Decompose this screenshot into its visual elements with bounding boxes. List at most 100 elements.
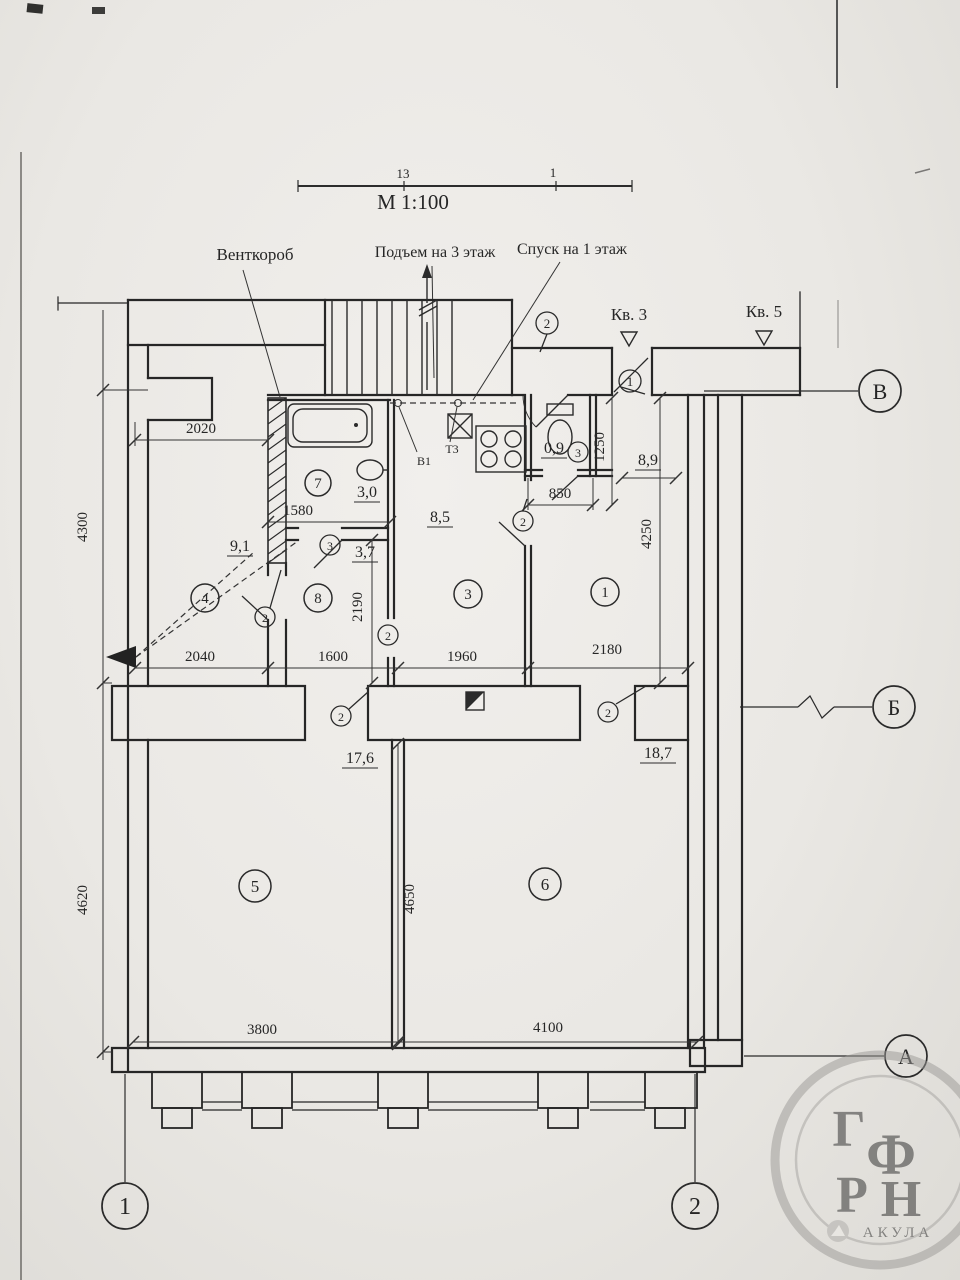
- bathroom-door: [313, 539, 343, 569]
- svg-text:4: 4: [201, 591, 209, 607]
- dim-seg3: 1960: [447, 649, 477, 665]
- axis-row-b: Б: [872, 685, 916, 729]
- section-markers: 2 1 3 3 2 2 2 2 2: [254, 311, 647, 727]
- scan-artifacts: [20, 0, 931, 1280]
- stove-icon: [475, 425, 527, 473]
- svg-text:6: 6: [541, 875, 550, 894]
- room-marker-6: 6: [528, 867, 562, 901]
- watermark-letter-4: Н: [881, 1171, 921, 1228]
- fixtures: [287, 403, 574, 711]
- room-markers: 7 4 8 3 1 5 6: [190, 469, 620, 903]
- room-marker-1: 1: [590, 577, 620, 607]
- dimensions: [96, 310, 704, 1060]
- area-wc: 0,9: [544, 440, 564, 457]
- axis-lines: [124, 390, 884, 1182]
- svg-text:1: 1: [601, 585, 609, 601]
- svg-text:В: В: [873, 379, 888, 404]
- room-marker-7: 7: [304, 469, 332, 497]
- vent-duct-label: Венткороб: [217, 245, 294, 264]
- vestibule-door: [535, 394, 569, 428]
- svg-text:8: 8: [314, 591, 322, 607]
- svg-text:7: 7: [314, 476, 322, 492]
- callout-leaders: [242, 261, 561, 401]
- svg-text:2: 2: [338, 710, 344, 724]
- watermark-brand: АКУЛА: [863, 1225, 933, 1241]
- axis-col-2: 2: [671, 1182, 719, 1230]
- apt3-entry-triangle-icon: [619, 331, 639, 348]
- dim-room5-width: 3800: [247, 1022, 277, 1038]
- stairs-up-label: Подъем на 3 этаж: [375, 244, 497, 261]
- vent-box-icon: [447, 413, 473, 439]
- stairs: [331, 264, 453, 395]
- dim-wc-depth: 1250: [592, 432, 608, 462]
- entry-triangles: [619, 330, 774, 348]
- watermark-ring-icon: [770, 1050, 960, 1270]
- section-marker-3-wc: 3: [567, 441, 589, 463]
- area-room5: 17,6: [346, 750, 374, 767]
- dim-left-upper: 4300: [75, 512, 91, 542]
- svg-text:2: 2: [605, 706, 611, 720]
- section-marker-1-top: 1: [618, 369, 646, 395]
- riser-t3-icon: [454, 399, 462, 407]
- dim-room8-depth: 2190: [350, 592, 366, 622]
- area-room6: 18,7: [644, 745, 672, 762]
- dim-bath-width: 1580: [283, 503, 313, 519]
- apt5-entry-triangle-icon: [754, 330, 774, 347]
- dim-seg4: 2180: [592, 642, 622, 658]
- riser-t3-label: Т3: [445, 442, 458, 456]
- shark-fin-icon: [831, 1225, 845, 1236]
- section-marker-2-mid-left: 2: [330, 691, 369, 727]
- area-room8: 3,7: [355, 544, 375, 561]
- washbasin-icon: [356, 459, 388, 481]
- room-marker-4: 4: [190, 583, 220, 613]
- watermark-letter-3: Р: [836, 1167, 868, 1224]
- entry-arrow-icon: [106, 646, 136, 668]
- section-marker-2-mid-right: 2: [597, 685, 647, 723]
- bathtub-icon: [287, 403, 373, 448]
- room4-door: [241, 595, 269, 621]
- walls: [57, 291, 802, 1074]
- svg-text:1: 1: [119, 1194, 131, 1220]
- flue-symbol-icon: [465, 691, 485, 711]
- section-marker-2-top: 2: [535, 311, 559, 353]
- dim-rooms-depth: 4650: [402, 884, 418, 914]
- toilet-icon: [546, 403, 574, 455]
- svg-text:3: 3: [464, 587, 472, 603]
- vestibule-door-arc: [522, 394, 537, 428]
- section-marker-2-wall: 2: [377, 624, 399, 646]
- svg-text:2: 2: [544, 316, 551, 331]
- door-leaves: [241, 357, 649, 621]
- area-room1: 8,9: [638, 452, 658, 469]
- svg-text:3: 3: [327, 539, 333, 553]
- scale-label: М 1:100: [377, 190, 449, 214]
- room1-door: [498, 521, 526, 547]
- riser-v1-label: В1: [417, 454, 431, 468]
- svg-text:2: 2: [385, 629, 391, 643]
- watermark: Г Ф Р Н АКУЛА: [770, 1050, 960, 1270]
- vent-shaft-hatch: [267, 397, 287, 564]
- scale-bar: [297, 180, 633, 192]
- room-marker-5: 5: [238, 869, 272, 903]
- ruler-right-label: 1: [550, 165, 557, 180]
- svg-text:5: 5: [251, 877, 260, 896]
- watermark-letter-2: Ф: [866, 1122, 916, 1187]
- area-room4: 9,1: [230, 538, 250, 555]
- dim-wc-width: 850: [549, 486, 572, 502]
- svg-text:1: 1: [627, 374, 634, 389]
- apartment-3-label: Кв. 3: [611, 305, 647, 324]
- wc-door: [551, 475, 579, 501]
- svg-text:2: 2: [520, 515, 526, 529]
- service-risers: [390, 399, 520, 453]
- axis-col-1: 1: [101, 1182, 149, 1230]
- svg-text:2: 2: [689, 1194, 701, 1220]
- apartment-5-label: Кв. 5: [746, 302, 782, 321]
- section-marker-2-room4: 2: [254, 569, 282, 628]
- riser-v1-icon: [394, 399, 402, 407]
- room-marker-8: 8: [303, 583, 333, 613]
- axis-bubbles: В Б А 1 2: [101, 369, 928, 1230]
- room-marker-3: 3: [453, 579, 483, 609]
- area-bathroom: 3,0: [357, 484, 377, 501]
- area-labels: 3,0 9,1 3,7 8,5 0,9 8,9 17,6 18,7: [227, 440, 676, 769]
